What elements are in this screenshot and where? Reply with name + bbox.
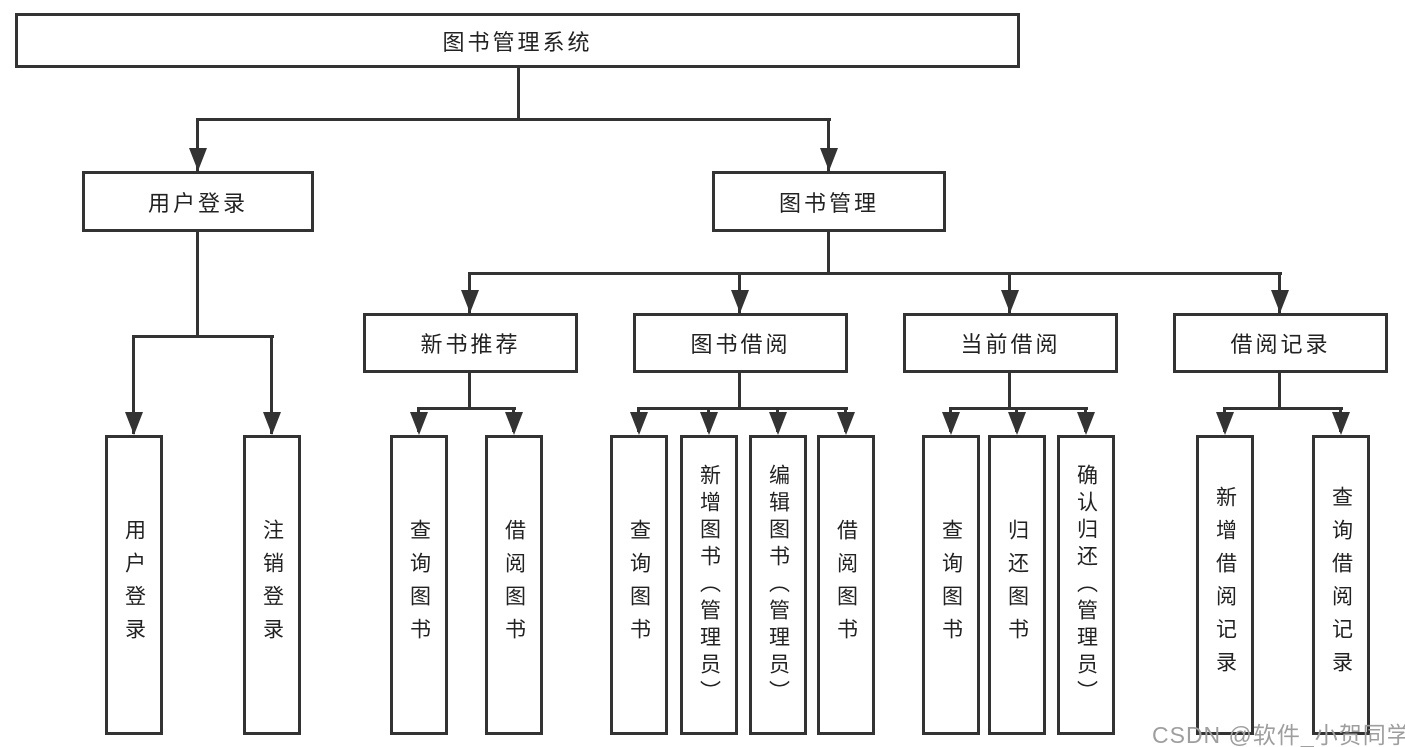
node-current-borrowing: 当前借阅: [903, 313, 1118, 373]
leaf-add-books-admin: 新增图书（管理员）: [680, 435, 738, 735]
leaf-label: 查询借阅记录: [1329, 486, 1353, 684]
leaf-query-borrow-record: 查询借阅记录: [1312, 435, 1370, 735]
leaf-label: 借阅图书: [834, 519, 858, 651]
leaf-borrow-books-recommend: 借阅图书: [485, 435, 543, 735]
arrow-head-icon: [410, 412, 428, 435]
connector-line: [1223, 407, 1343, 410]
connector-line: [949, 407, 1088, 410]
arrow-head-icon: [700, 412, 718, 435]
leaf-add-borrow-record: 新增借阅记录: [1196, 435, 1254, 735]
arrow-head-icon: [820, 148, 838, 171]
arrow-head-icon: [1077, 412, 1095, 435]
leaf-label: 归还图书: [1005, 519, 1029, 651]
leaf-confirm-return-admin: 确认归还（管理员）: [1057, 435, 1115, 735]
arrow-head-icon: [630, 412, 648, 435]
leaf-label: 新增借阅记录: [1213, 486, 1237, 684]
connector-line: [132, 335, 274, 338]
arrow-head-icon: [769, 412, 787, 435]
leaf-label: 查询图书: [627, 519, 651, 651]
leaf-return-books: 归还图书: [988, 435, 1046, 735]
node-borrowing-records: 借阅记录: [1173, 313, 1388, 373]
node-book-borrowing: 图书借阅: [633, 313, 848, 373]
connector-line: [1278, 373, 1281, 410]
node-book-management: 图书管理: [712, 171, 946, 232]
arrow-head-icon: [505, 412, 523, 435]
leaf-logout: 注销登录: [243, 435, 301, 735]
arrow-head-icon: [1332, 412, 1350, 435]
leaf-user-login: 用户登录: [105, 435, 163, 735]
arrow-head-icon: [1271, 290, 1289, 313]
connector-line: [517, 68, 520, 121]
arrow-head-icon: [189, 148, 207, 171]
connector-line: [196, 118, 199, 171]
arrow-head-icon: [263, 412, 281, 435]
node-new-book-recommendation: 新书推荐: [363, 313, 578, 373]
csdn-watermark: CSDN @软件_小贺同学: [1152, 722, 1405, 747]
node-root-library-management-system: 图书管理系统: [15, 13, 1020, 68]
leaf-label: 用户登录: [122, 519, 146, 651]
leaf-query-books-current: 查询图书: [922, 435, 980, 735]
arrow-head-icon: [731, 290, 749, 313]
connector-line: [827, 232, 830, 275]
connector-line: [468, 272, 1282, 275]
leaf-label: 新增图书（管理员）: [697, 463, 721, 707]
connector-line: [827, 118, 830, 171]
connector-line: [196, 232, 199, 338]
leaf-label: 借阅图书: [502, 519, 526, 651]
arrow-head-icon: [837, 412, 855, 435]
connector-line: [196, 118, 831, 121]
arrow-head-icon: [1216, 412, 1234, 435]
node-user-login: 用户登录: [82, 171, 314, 232]
connector-line: [637, 407, 848, 410]
connector-line: [1008, 373, 1011, 410]
arrow-head-icon: [1001, 290, 1019, 313]
leaf-label: 确认归还（管理员）: [1074, 463, 1098, 707]
arrow-head-icon: [125, 412, 143, 435]
arrow-head-icon: [942, 412, 960, 435]
connector-line: [270, 335, 273, 434]
connector-line: [417, 407, 516, 410]
arrow-head-icon: [461, 290, 479, 313]
connector-line: [738, 373, 741, 410]
leaf-label: 注销登录: [260, 519, 284, 651]
connector-line: [468, 373, 471, 410]
leaf-edit-books-admin: 编辑图书（管理员）: [749, 435, 807, 735]
leaf-label: 编辑图书（管理员）: [766, 463, 790, 707]
connector-line: [132, 335, 135, 434]
leaf-query-books-borrowing: 查询图书: [610, 435, 668, 735]
arrow-head-icon: [1008, 412, 1026, 435]
leaf-query-books-recommend: 查询图书: [390, 435, 448, 735]
leaf-label: 查询图书: [407, 519, 431, 651]
leaf-borrow-books: 借阅图书: [817, 435, 875, 735]
leaf-label: 查询图书: [939, 519, 963, 651]
